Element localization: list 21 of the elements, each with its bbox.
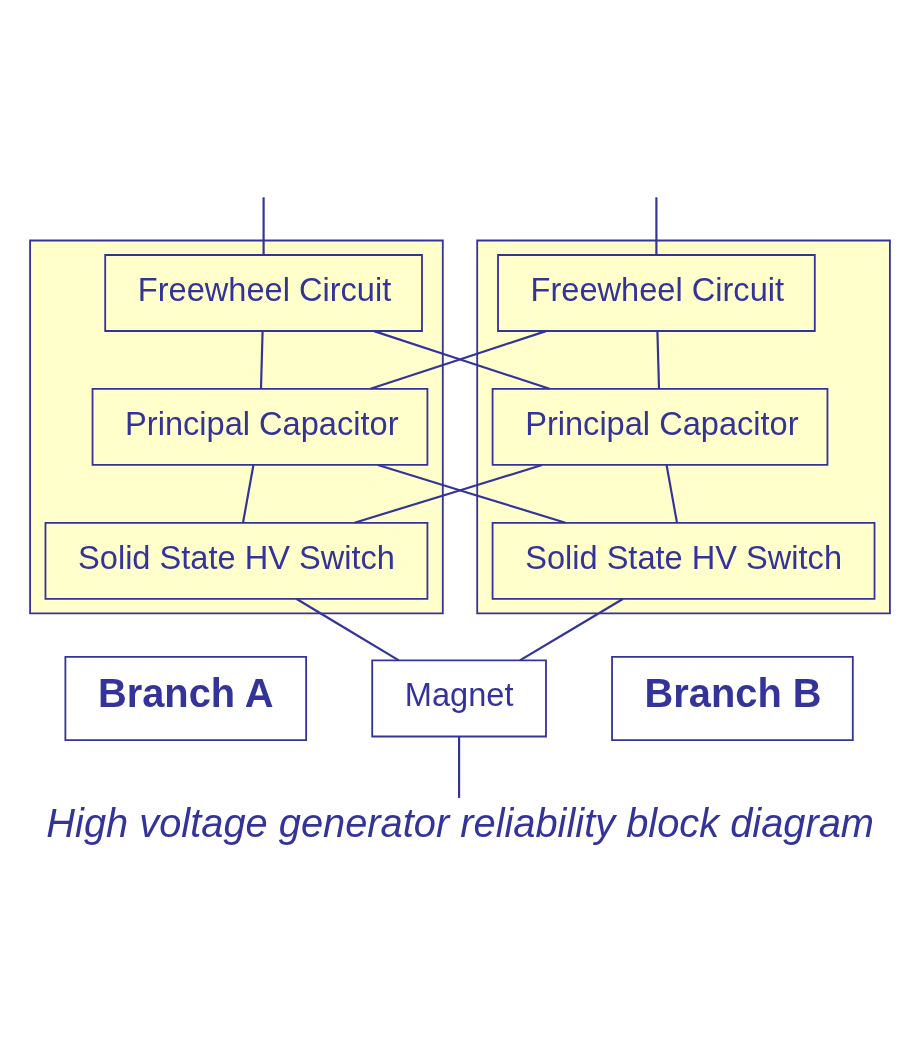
node-box: Principal Capacitor [91,388,429,466]
connector [458,736,461,798]
node-box: Freewheel Circuit [497,254,816,332]
node-box: Solid State HV Switch [491,521,876,600]
connector [665,464,678,523]
connector [262,197,265,255]
connector [377,464,566,524]
node-box: Magnet [371,659,547,738]
connector [656,331,661,389]
connector [259,331,264,389]
cluster [29,239,444,615]
cluster [476,239,891,615]
caption: High voltage generator reliability block diagram [46,801,875,846]
node-box: Branch A [64,655,308,741]
node-box: Principal Capacitor [491,388,829,466]
connector [354,464,543,524]
node-box: Freewheel Circuit [104,254,423,332]
connector [655,197,658,255]
node-box: Solid State HV Switch [44,521,429,600]
node-box: Branch B [611,655,854,741]
connector [242,464,255,523]
